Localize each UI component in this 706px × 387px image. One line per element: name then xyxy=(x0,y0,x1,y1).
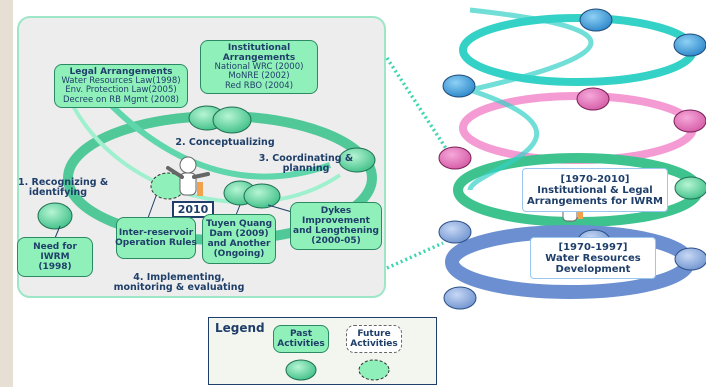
inter-reservoir-box: Inter-reservoir Operation Rules xyxy=(115,217,197,259)
disk-coordinating xyxy=(338,147,376,173)
spiral-link xyxy=(460,7,594,191)
connector-top xyxy=(385,57,449,151)
year-marker: 2010 xyxy=(172,201,214,218)
stage-implementing-label: 4. Implementing, monitoring & evaluating xyxy=(113,272,245,293)
legend-future-activities: Future Activities xyxy=(346,325,402,353)
legend-title: Legend xyxy=(215,321,265,335)
disk-dykes xyxy=(243,183,281,209)
stage-conceptualizing-label: 2. Conceptualizing xyxy=(175,137,275,148)
legend-past-activities: Past Activities xyxy=(273,325,329,353)
tuyen-quang-dam-box: Tuyen Quang Dam (2009) and Another (Ongo… xyxy=(202,214,276,264)
connector-bottom xyxy=(386,241,444,270)
disk-recognizing xyxy=(37,202,73,230)
spiral-ring-teal xyxy=(459,14,697,86)
person-figure xyxy=(166,156,210,196)
left-decor-strip xyxy=(0,0,13,387)
legend-future-disk xyxy=(358,359,390,381)
disk-institutional xyxy=(212,106,252,134)
cycle-ring-inner-2 xyxy=(68,99,342,205)
need-for-iwrm-box: Need for IWRM (1998) xyxy=(17,237,93,277)
stage-coordinating-label: 3. Coordinating & planning xyxy=(258,153,354,174)
legal-arrangements-box: Legal Arrangements Water Resources Law(1… xyxy=(54,64,188,108)
era-wrd-box: [1970-1997] Water Resources Development xyxy=(530,237,656,279)
era-iwrm-box: [1970-2010] Institutional & Legal Arrang… xyxy=(522,168,668,212)
legend: Legend Past Activities Future Activities xyxy=(208,317,437,385)
spiral-ring-pink xyxy=(459,92,697,164)
dykes-box: Dykes Improvement and Lengthening (2000-… xyxy=(290,202,382,250)
legend-disks xyxy=(285,359,390,381)
stage-recognizing-label: 1. Recognizing & identifying xyxy=(18,177,109,198)
institutional-arrangements-box: Institutional Arrangements National WRC … xyxy=(200,40,318,94)
legend-past-disk xyxy=(285,359,317,381)
